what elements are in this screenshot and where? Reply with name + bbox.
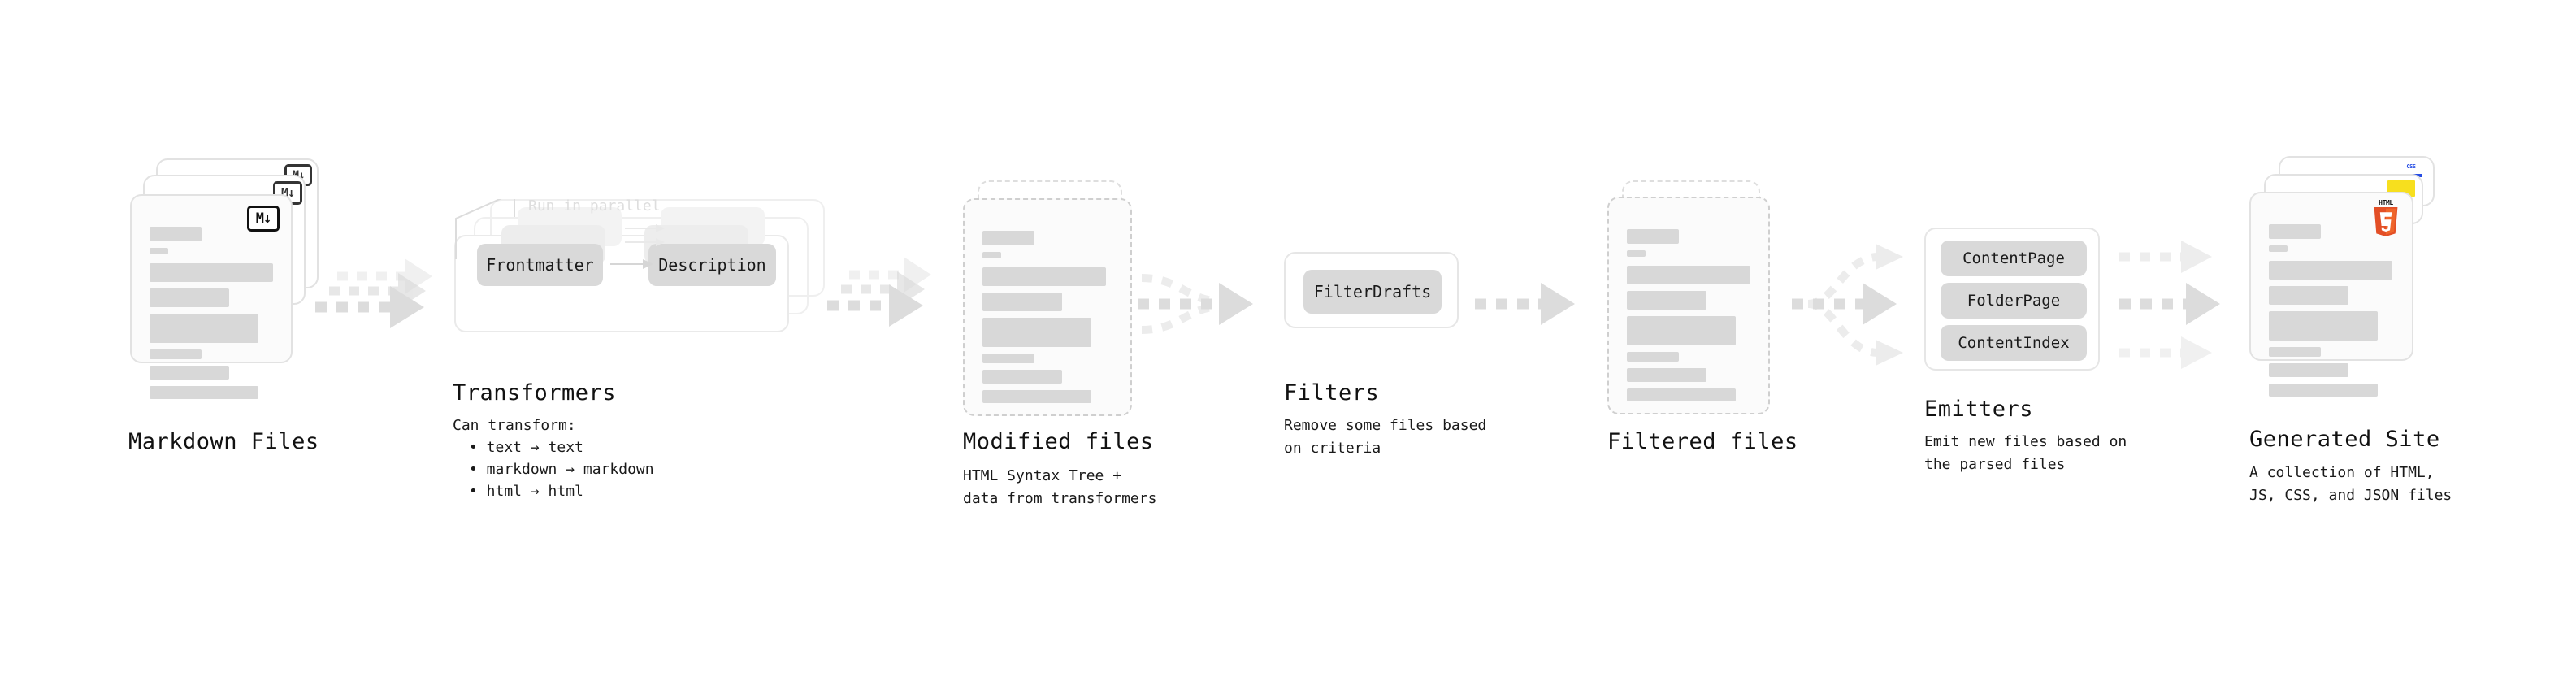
- content-line: [2269, 286, 2348, 305]
- stage-title-transformers: Transformers: [453, 380, 617, 406]
- stage-title-emitters: Emitters: [1924, 397, 2034, 422]
- content-line: [982, 231, 1034, 245]
- transform-bullet-2: • markdown → markdown: [469, 461, 654, 478]
- filtered-card-front: [1607, 197, 1770, 414]
- stage-title-filtered-files: Filtered files: [1607, 429, 1798, 454]
- content-line: [1627, 352, 1679, 362]
- modified-card-front: [963, 198, 1132, 416]
- content-line: [2269, 261, 2392, 280]
- css-icon-glyph: CSS: [2406, 163, 2416, 170]
- filters-group: FilterDrafts: [1284, 252, 1459, 328]
- chip-description[interactable]: Description: [648, 244, 776, 286]
- markdown-card-front: M↓: [130, 194, 293, 399]
- content-line: [2269, 245, 2288, 252]
- chip-label: ContentIndex: [1958, 334, 2070, 352]
- chip-filterdrafts[interactable]: FilterDrafts: [1303, 270, 1442, 314]
- content-line: [2269, 224, 2321, 239]
- stage-title-filters: Filters: [1284, 380, 1380, 406]
- transform-bullet-3: • html → html: [469, 483, 583, 500]
- content-line: [150, 263, 273, 282]
- content-line: [982, 252, 1001, 258]
- content-line: [150, 386, 258, 399]
- connector-filters-to-filtered: [1475, 283, 1575, 325]
- content-line: [1627, 291, 1706, 310]
- connector-emitters-to-generated: [2119, 241, 2220, 369]
- content-line: [2269, 384, 2378, 397]
- markdown-icon-glyph: M↓: [255, 210, 272, 227]
- content-line: [1627, 229, 1679, 244]
- chip-label: ContentPage: [1962, 249, 2065, 267]
- connector-transformers-to-modified: [827, 257, 931, 327]
- chip-label: Frontmatter: [486, 255, 594, 275]
- generated-site-subtitle: A collection of HTML, JS, CSS, and JSON …: [2249, 464, 2452, 504]
- content-line: [150, 349, 202, 359]
- emitters-subtitle: Emit new files based on the parsed files: [1924, 433, 2127, 473]
- transformers-subtitle: Can transform:: [453, 417, 576, 434]
- content-line: [982, 354, 1034, 363]
- connector-markdown-to-transformers: [315, 258, 432, 328]
- chip-label: Description: [658, 255, 766, 275]
- content-line: [982, 267, 1106, 286]
- chip-frontmatter[interactable]: Frontmatter: [477, 244, 603, 286]
- transform-bullet-1: • text → text: [469, 439, 583, 456]
- card-content-lines: [982, 231, 1114, 410]
- content-line: [2269, 311, 2378, 340]
- content-line: [1627, 316, 1736, 345]
- stage-title-generated-site: Generated Site: [2249, 427, 2440, 452]
- content-line: [2269, 363, 2348, 377]
- html5-icon: HTML: [2370, 199, 2402, 236]
- content-line: [982, 390, 1091, 403]
- content-line: [2269, 347, 2321, 357]
- chip-folderpage[interactable]: FolderPage: [1941, 283, 2087, 319]
- stage-title-modified-files: Modified files: [963, 429, 1154, 454]
- content-line: [1627, 250, 1646, 257]
- card-content-lines: [1627, 229, 1752, 408]
- content-line: [1627, 266, 1750, 284]
- connector-modified-to-filters: [1138, 274, 1253, 334]
- emitters-group: ContentPage FolderPage ContentIndex: [1924, 228, 2100, 371]
- content-line: [150, 366, 229, 380]
- chip-contentpage[interactable]: ContentPage: [1941, 241, 2087, 276]
- card-content-lines: [2269, 224, 2396, 403]
- filters-subtitle: Remove some files based on criteria: [1284, 417, 1487, 457]
- content-line: [1627, 368, 1706, 382]
- stage-title-markdown-files: Markdown Files: [128, 429, 319, 454]
- content-line: [982, 293, 1062, 311]
- chip-contentindex[interactable]: ContentIndex: [1941, 325, 2087, 361]
- content-line: [982, 370, 1062, 384]
- html5-icon-word: HTML: [2379, 199, 2393, 206]
- html5-icon-shield: [2374, 207, 2398, 236]
- connector-filtered-to-emitters: [1792, 244, 1903, 366]
- content-line: [150, 227, 202, 241]
- content-line: [150, 288, 229, 307]
- content-line: [982, 318, 1091, 347]
- content-line: [150, 248, 168, 254]
- run-in-parallel-label: Run in parallel: [528, 197, 661, 215]
- card-content-lines: [150, 227, 275, 406]
- generated-card-front: HTML: [2249, 192, 2413, 397]
- markdown-icon: M↓: [247, 206, 280, 232]
- chip-label: FilterDrafts: [1313, 282, 1432, 301]
- content-line: [150, 314, 258, 343]
- modified-files-subtitle: HTML Syntax Tree + data from transformer…: [963, 467, 1157, 507]
- content-line: [1627, 388, 1736, 401]
- chip-label: FolderPage: [1967, 292, 2061, 310]
